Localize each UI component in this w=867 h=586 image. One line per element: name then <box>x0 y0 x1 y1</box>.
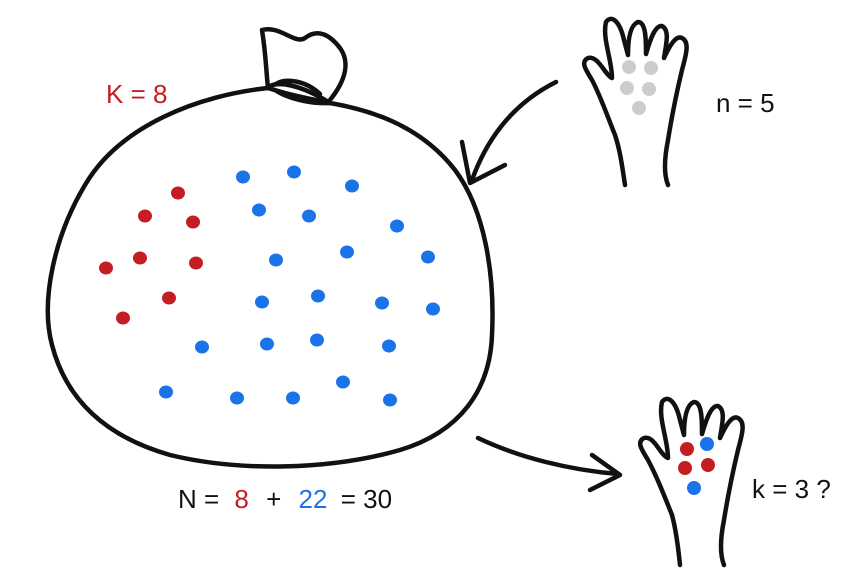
drawn-balls-result <box>678 437 715 495</box>
hand-icon <box>637 396 745 568</box>
blue-ball <box>260 337 274 351</box>
blue-ball <box>382 339 396 353</box>
sack-icon <box>45 26 495 469</box>
drawn-balls-unknown <box>620 60 658 115</box>
gray-ball <box>622 60 636 74</box>
blue-ball <box>255 295 269 309</box>
gray-ball <box>642 82 656 96</box>
population-total-label: N = 8 + 22 = 30 <box>178 484 392 514</box>
total-plus: + <box>266 484 281 514</box>
blue-ball <box>421 250 435 264</box>
gray-ball <box>644 61 658 75</box>
red-balls <box>99 186 203 325</box>
red-ball <box>133 251 147 265</box>
total-prefix: N = <box>178 484 219 514</box>
blue-ball <box>383 393 397 407</box>
total-red: 8 <box>234 484 248 514</box>
red-ball <box>189 256 203 270</box>
big-k-label: K = 8 <box>106 79 167 109</box>
blue-ball <box>310 333 324 347</box>
blue-ball <box>236 170 250 184</box>
blue-ball <box>700 437 714 451</box>
blue-ball <box>252 203 266 217</box>
blue-balls <box>159 165 440 407</box>
total-suffix: = 30 <box>341 484 392 514</box>
hand-icon <box>581 16 689 188</box>
blue-ball <box>287 165 301 179</box>
blue-ball <box>230 391 244 405</box>
gray-ball <box>632 101 646 115</box>
blue-ball <box>375 296 389 310</box>
red-ball <box>186 215 200 229</box>
arrow-icon <box>459 79 559 186</box>
red-ball <box>138 209 152 223</box>
red-ball <box>680 442 694 456</box>
blue-ball <box>302 209 316 223</box>
blue-ball <box>336 375 350 389</box>
blue-ball <box>311 289 325 303</box>
blue-ball <box>286 391 300 405</box>
blue-ball <box>390 219 404 233</box>
arrow-icon <box>475 435 623 493</box>
red-ball <box>116 311 130 325</box>
blue-ball <box>687 481 701 495</box>
blue-ball <box>269 253 283 267</box>
blue-ball <box>340 245 354 259</box>
red-ball <box>701 458 715 472</box>
blue-ball <box>426 302 440 316</box>
total-blue: 22 <box>299 484 328 514</box>
successes-drawn-label: k = 3 ? <box>752 474 831 504</box>
red-ball <box>171 186 185 200</box>
red-ball <box>162 291 176 305</box>
gray-ball <box>620 81 634 95</box>
red-ball <box>678 461 692 475</box>
blue-ball <box>159 385 173 399</box>
blue-ball <box>345 179 359 193</box>
blue-ball <box>195 340 209 354</box>
sample-size-label: n = 5 <box>716 88 775 118</box>
red-ball <box>99 261 113 275</box>
